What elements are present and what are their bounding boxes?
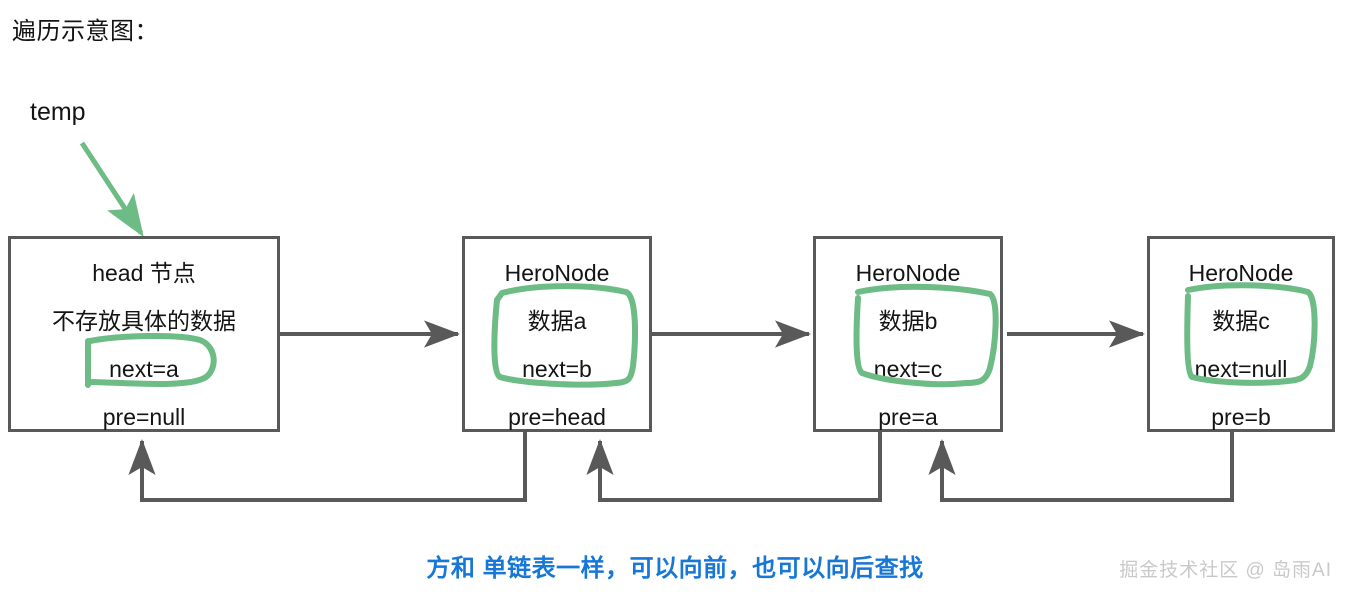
node-next-field: next=b bbox=[522, 356, 592, 382]
node-pre-field: pre=null bbox=[102, 404, 186, 430]
caption-text: 方和 单链表一样，可以向前，也可以向后查找 bbox=[426, 555, 924, 582]
node-subtitle: 数据b bbox=[878, 308, 938, 334]
node-subtitle: 数据c bbox=[1212, 308, 1270, 334]
node-pre-field: pre=head bbox=[508, 404, 606, 430]
node-subtitle: 不存放具体的数据 bbox=[52, 308, 236, 334]
node-title: HeroNode bbox=[504, 260, 610, 286]
temp-pointer-arrow bbox=[79, 141, 144, 238]
node-box-head[interactable]: head 节点 不存放具体的数据 next=a pre=null bbox=[8, 236, 280, 432]
node-pre-field: pre=b bbox=[1211, 404, 1271, 430]
node-next-field: next=null bbox=[1194, 356, 1288, 382]
watermark: 掘金技术社区 @ 岛雨AI bbox=[1119, 560, 1332, 581]
node-subtitle: 数据a bbox=[527, 308, 587, 334]
temp-pointer-label: temp bbox=[30, 98, 86, 126]
back-arrow-b-to-a bbox=[586, 432, 882, 502]
node-title: head 节点 bbox=[92, 260, 196, 286]
node-box-a[interactable]: HeroNode 数据a next=b pre=head bbox=[462, 236, 652, 432]
node-title: HeroNode bbox=[1188, 260, 1294, 286]
node-title: HeroNode bbox=[855, 260, 961, 286]
node-next-field: next=c bbox=[873, 356, 943, 382]
node-next-field: next=a bbox=[109, 356, 179, 382]
back-arrow-c-to-b bbox=[928, 432, 1234, 502]
node-pre-field: pre=a bbox=[878, 404, 938, 430]
back-arrow-a-to-head bbox=[128, 432, 527, 502]
node-box-b[interactable]: HeroNode 数据b next=c pre=a bbox=[813, 236, 1003, 432]
node-box-c[interactable]: HeroNode 数据c next=null pre=b bbox=[1147, 236, 1335, 432]
page-title: 遍历示意图： bbox=[12, 18, 159, 45]
